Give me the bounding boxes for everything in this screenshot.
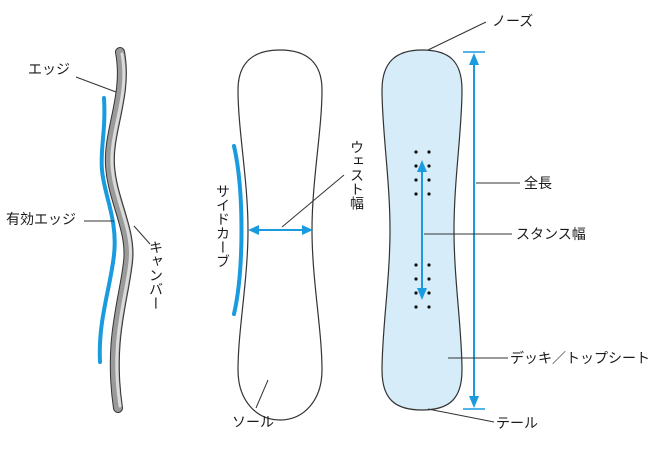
side-profile-light-layer [110,52,133,408]
sole-outline [237,49,323,421]
overall-length-arrowhead-bottom [469,396,479,408]
camber-leader [133,225,151,245]
insert-hole [414,305,418,309]
tail-leader [427,408,495,423]
overall-length-arrowhead-top [469,53,479,65]
overall-length-label: 全長 [524,175,552,192]
edge-leader [75,76,117,93]
insert-hole [427,192,431,196]
waist-width-arrowhead-left [248,225,259,235]
sole-leader [255,379,269,409]
insert-hole [427,150,431,154]
front-insert-holes [414,150,431,196]
insert-hole [414,277,418,281]
side-profile [97,47,134,413]
effective-edge-line [97,96,117,364]
insert-hole [414,192,418,196]
insert-hole [427,291,431,295]
side-profile-grey-layer [105,48,133,412]
stance-width-arrowhead-bottom [417,288,427,300]
insert-hole [414,263,418,267]
sidecut-line [232,144,244,316]
deck-topsheet-label: デッキ／トップシート [510,350,650,367]
insert-hole [427,178,431,182]
insert-hole [427,164,431,168]
waist-width-label: ウェスト幅 [348,140,364,210]
rear-insert-holes [414,263,431,309]
stance-width-label: スタンス幅 [516,227,586,243]
insert-hole [414,291,418,295]
waist-width-arrowhead-right [302,225,313,235]
camber-label: キャンバー [147,240,163,310]
sidecut-label: サイドカーブ [214,184,230,268]
sole-view [232,49,323,421]
insert-hole [414,164,418,168]
nose-leader [427,21,487,51]
insert-hole [414,178,418,182]
nose-label: ノーズ [492,14,533,30]
insert-hole [414,150,418,154]
insert-hole [427,263,431,267]
stance-width-arrowhead-top [417,160,427,172]
waist-width-leader [281,174,345,228]
insert-hole [427,277,431,281]
edge-label: エッジ [28,62,70,78]
sole-label: ソール [232,415,274,431]
insert-hole [427,305,431,309]
deck-view [381,49,463,411]
effective-edge-label: 有効エッジ [6,212,76,228]
tail-label: テール [496,416,538,432]
